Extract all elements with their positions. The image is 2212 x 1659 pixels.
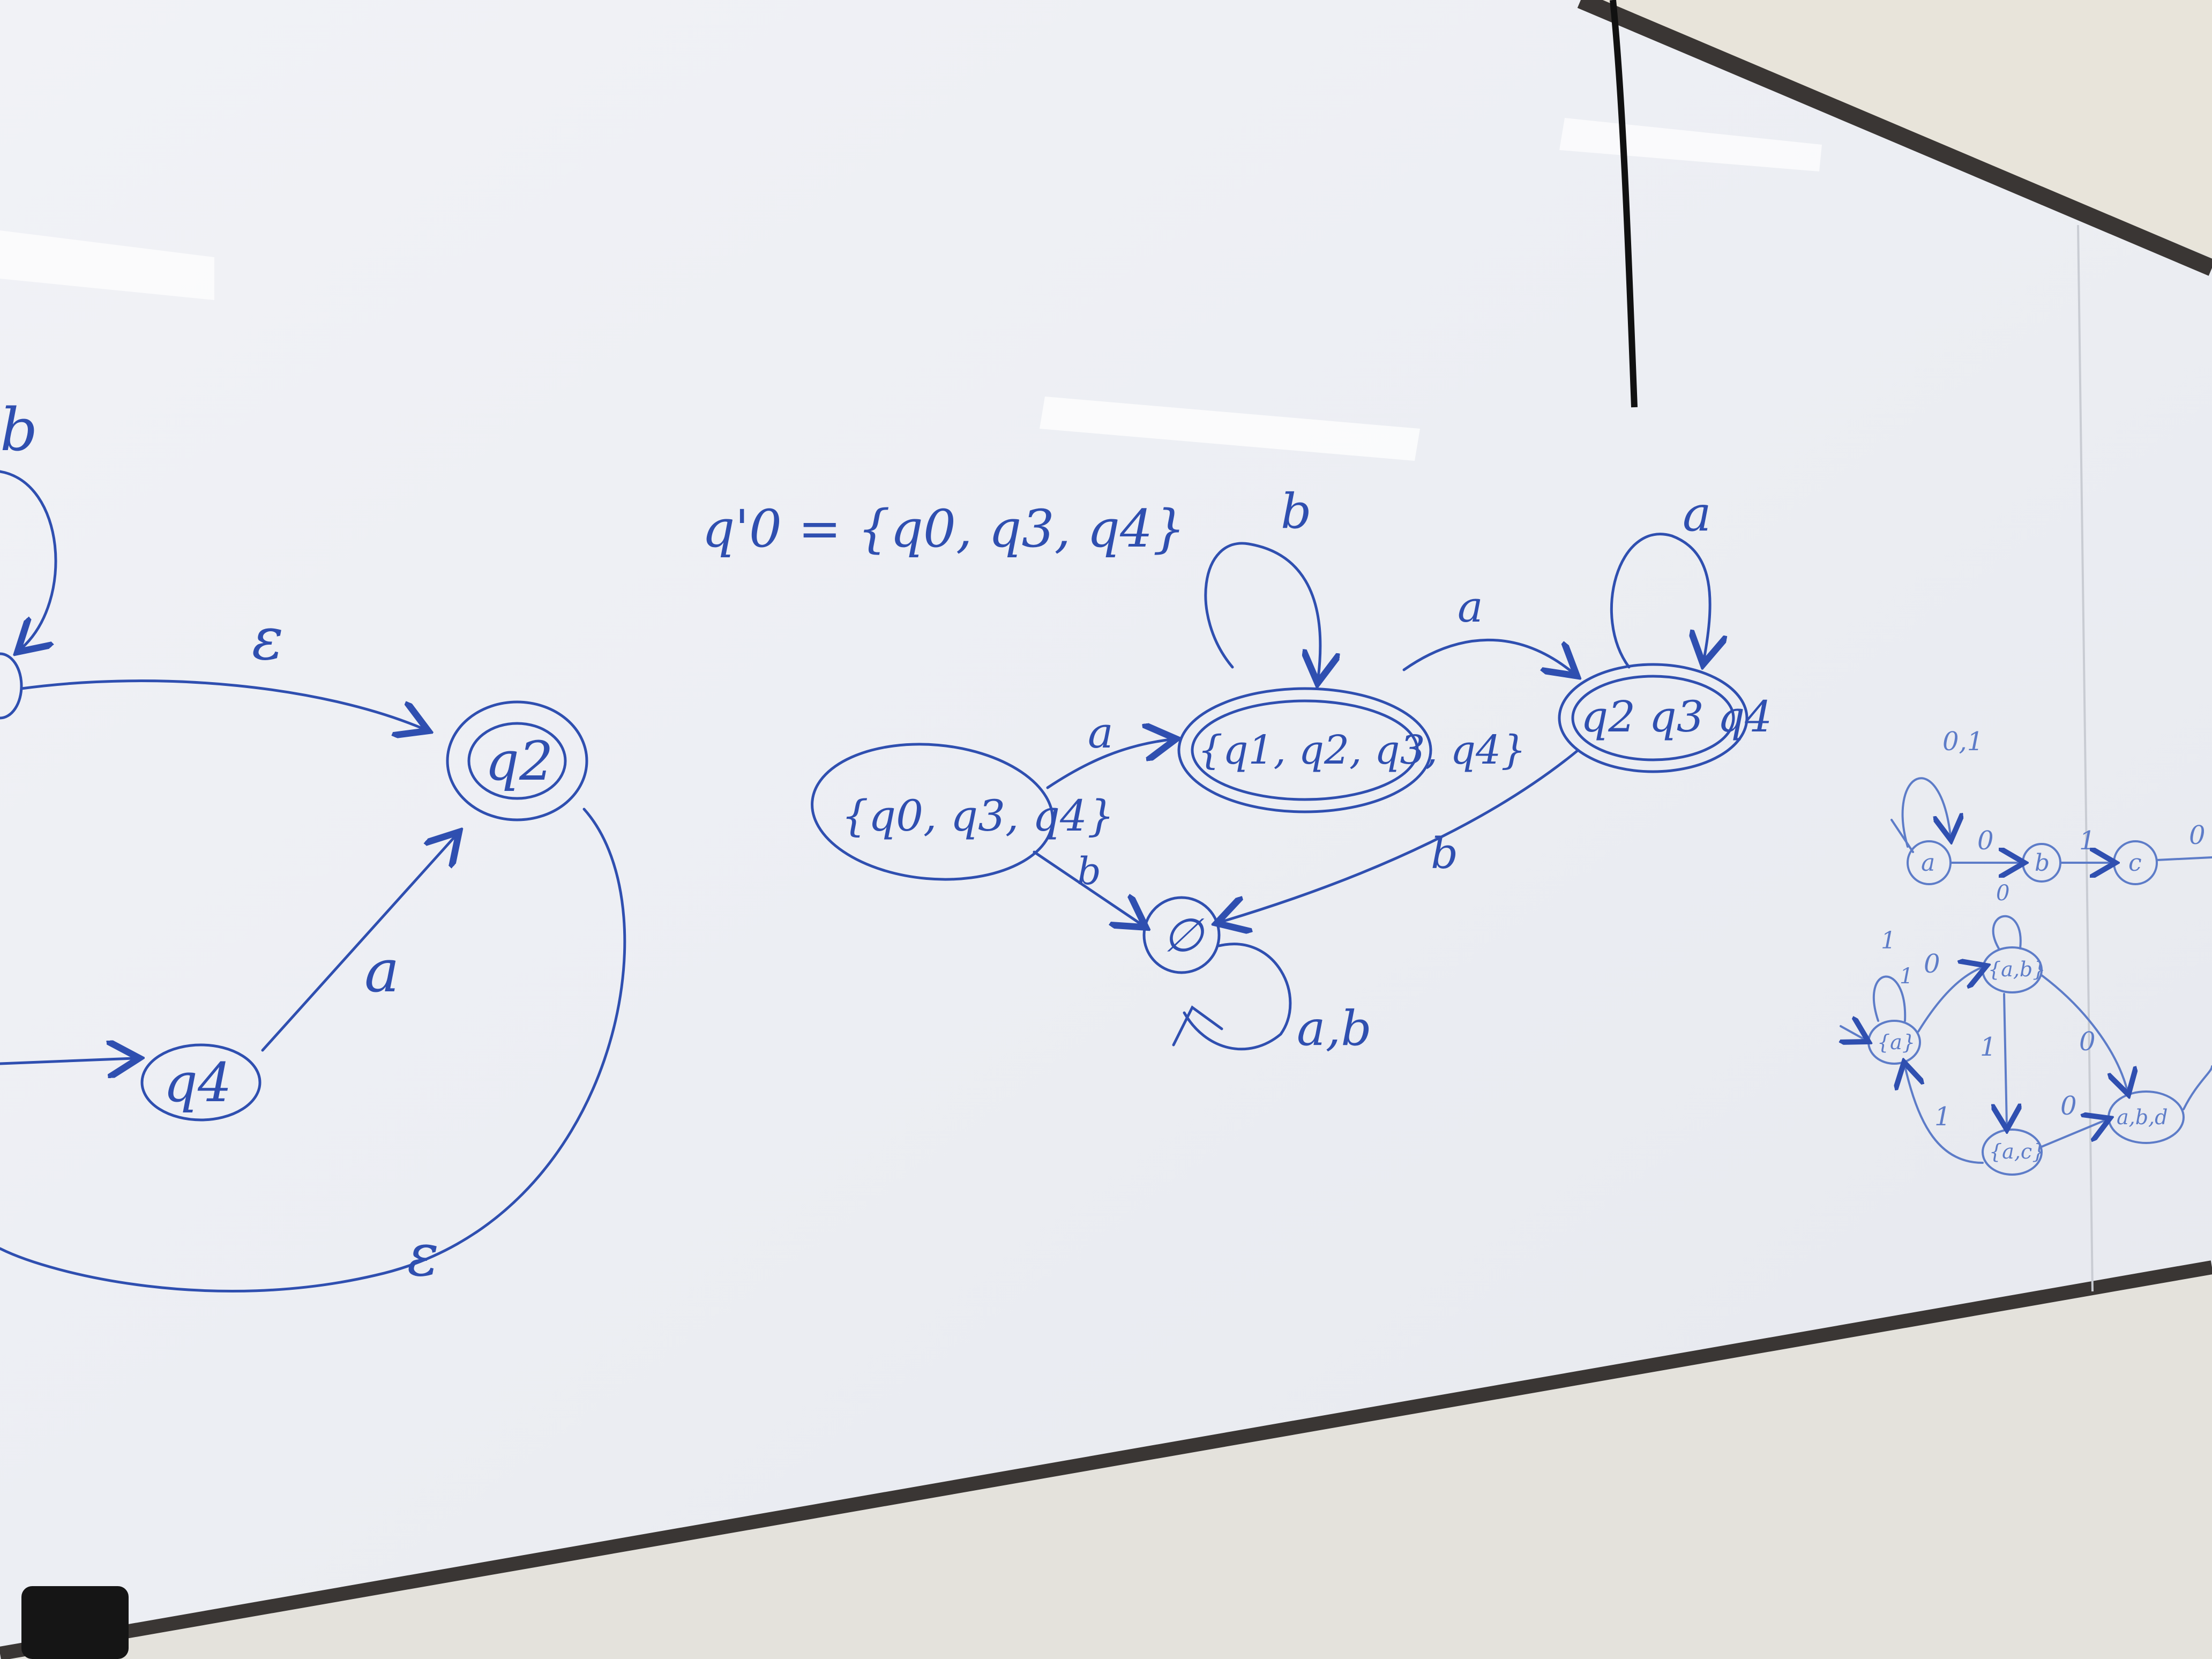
state-q2-outer [446, 700, 588, 821]
light-reflection [1040, 397, 1420, 461]
r-state-b-label: b [2035, 849, 2050, 877]
state-s2-outer [1558, 663, 1748, 773]
r-label: 1 [1881, 927, 1896, 954]
left-q4-label: q4 [163, 1051, 232, 1114]
state-s2-inner [1571, 675, 1735, 761]
label-s2-loop-a: a [1683, 486, 1712, 542]
edge-start-b-empty [1033, 850, 1141, 924]
state-s1-inner [1191, 699, 1419, 801]
edge-start-a-s1 [1046, 739, 1171, 789]
left-nfa [0, 470, 626, 1293]
r-label: 0,1 [1942, 727, 1983, 757]
left-epsilon-bottom: ε [407, 1221, 439, 1289]
r-label: 0 [1977, 826, 1994, 856]
label-start-a: a [1088, 708, 1114, 758]
r-label: 1 [2079, 826, 2096, 856]
label-start-b: b [1077, 849, 1101, 893]
r-state-abd-label: a,b,d [2117, 1105, 2168, 1129]
loop-s2-a [1610, 533, 1710, 667]
state-s1-label: {q1, q2, q3, q4} [1198, 727, 1526, 773]
state-q4 [140, 1043, 261, 1122]
edge-q4-a-q2 [261, 836, 455, 1052]
middle-dfa-shapes [811, 533, 1748, 1051]
r-state-a2-label: {a} [1877, 1030, 1915, 1054]
r-label: 0 [1924, 949, 1940, 979]
label-s1-loop-b: b [1281, 483, 1312, 540]
state-start-label: {q0, q3, q4} [841, 791, 1115, 841]
left-q2-label: q2 [485, 730, 554, 793]
left-loop-b-label: b [0, 395, 38, 464]
edge-s2-b-empty [1222, 749, 1580, 922]
r-state-a-label: a [1921, 849, 1935, 877]
edge-in-q4 [0, 1058, 134, 1064]
hanging-cord [1610, 0, 1638, 408]
whiteboard-frame-bottom [0, 1260, 2212, 1659]
state-empty-label: ∅ [1163, 909, 1205, 962]
r-label: 0 [1996, 881, 2009, 906]
r-state-ab-label: {a,b} [1988, 958, 2045, 981]
left-label-a: a [364, 937, 400, 1005]
state-q-left-partial [0, 652, 23, 720]
r-label: 1 [1900, 964, 1913, 989]
loop-empty-ab [1183, 943, 1292, 1051]
loop-b-arc [0, 470, 57, 648]
state-q2-inner [467, 722, 567, 800]
state-s2-label: q2 q3 q4 [1581, 692, 1772, 742]
state-start [811, 743, 1054, 881]
r-label: 0 [2060, 1091, 2077, 1121]
r-label: 1 [1934, 1102, 1951, 1132]
left-epsilon-top: ε [252, 604, 283, 673]
r-state-ac-label: {a,c} [1989, 1140, 2045, 1163]
edge-epsilon-to-q2 [20, 679, 423, 729]
loop-s1-b [1204, 542, 1320, 678]
edge-q2-epsilon-back [0, 808, 626, 1293]
r-state-c-label: c [2128, 849, 2142, 877]
label-s2-to-empty-b: b [1431, 828, 1458, 878]
light-reflection [0, 230, 214, 300]
start-state-definition: q'0 = {q0, q3, q4} [702, 499, 1185, 559]
label-empty-loop-ab: a,b [1297, 1000, 1372, 1057]
loop-empty-arrowhead [1172, 1005, 1223, 1047]
edge-s1-a-s2 [1402, 638, 1573, 672]
eraser [21, 1586, 129, 1659]
r-label: 0 [2189, 820, 2206, 850]
label-s1-to-s2-a: a [1458, 582, 1483, 632]
r-label: 1 [1980, 1032, 1997, 1062]
right-dfa-shapes [1841, 777, 2212, 1176]
r-label: 0 [2079, 1027, 2096, 1057]
whiteboard-frame-top [1577, 0, 2212, 276]
